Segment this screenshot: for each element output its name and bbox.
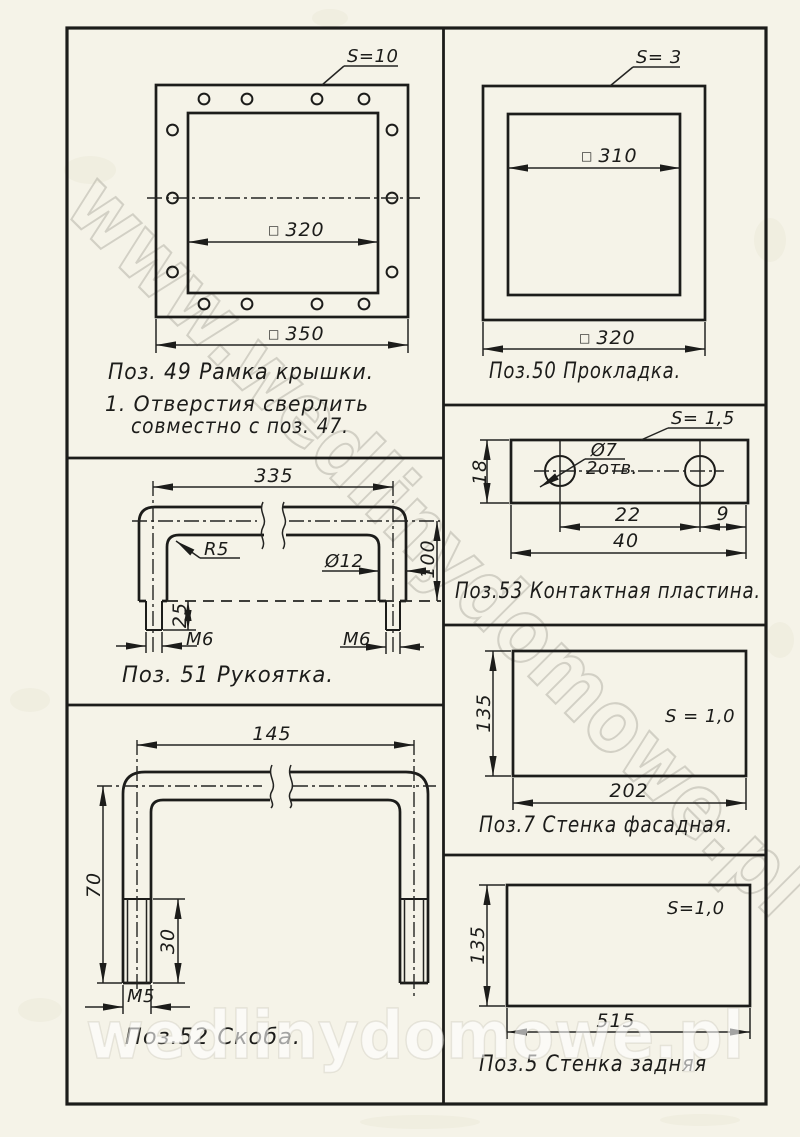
panel-51-handle: 335 R5 Ø12 100 25 М6 М6 Поз. 51 Рукоятка… [116,465,441,688]
back-wall-dimensions: S=1,0 135 515 [467,884,751,1039]
dim-9: 9 [716,503,729,525]
thread-label-right: М6 [343,629,371,650]
thickness-label: S= 3 [636,47,682,68]
panel-52-bracket: 145 70 30 М5 Поз.52 Скоба. [83,723,436,1050]
caption-pos52: Поз.52 Скоба. [125,1025,301,1050]
panel-53-contact-plate: S= 1,5 Ø7 2отв. 18 22 9 40 Поз.53 Контак… [455,408,761,604]
watermark-bottom: wedlinydomowe.pl [86,997,744,1074]
bracket-drawing [97,740,436,996]
dim-515: 515 [596,1010,635,1032]
dim-145: 145 [252,723,291,745]
radius-label: R5 [204,539,229,560]
dim-18: 18 [469,459,491,485]
caption-pos49: Поз. 49 Рамка крышки. [108,360,374,385]
caption-pos53: Поз.53 Контактная пластина. [455,579,761,604]
thickness-label: S= 1,5 [671,408,735,429]
handle-drawing [132,481,441,656]
note-line1: 1. Отверстия сверлить [105,392,369,416]
panel-borders [65,26,768,1106]
caption-pos51: Поз. 51 Рукоятка. [122,663,334,688]
dim-100: 100 [417,539,439,578]
hole-dia-label: Ø7 [590,440,618,461]
thickness-label: S=10 [347,46,398,67]
hole-count-label: 2отв. [586,458,638,479]
thickness-label: S=1,0 [667,898,725,919]
back-wall-drawing [505,883,752,1008]
frame-drawing [147,83,420,319]
plate-drawing [509,438,750,532]
dim-25: 25 [169,602,191,628]
panel-7-front-wall: S = 1,0 135 202 Поз.7 Стенка фасадная. [473,649,748,838]
caption-pos5: Поз.5 Стенка задняя [479,1052,707,1077]
dim-135: 135 [467,925,489,964]
dim-70: 70 [83,872,105,898]
plate-dimensions: S= 1,5 Ø7 2отв. 18 22 9 40 [469,408,747,559]
panel-49-cover-frame: □320 □350 S=10 Поз. 49 Рамка крышки. 1. … [105,46,420,438]
dim-inner-310: □310 [581,145,638,167]
dim-30: 30 [157,928,179,954]
panel-50-gasket: □310 □320 S= 3 Поз.50 Прокладка. [481,47,707,384]
dim-22: 22 [615,504,641,526]
thread-label: М5 [127,986,155,1007]
bracket-dimensions: 145 70 30 М5 [83,723,414,1014]
thread-label-left: М6 [186,629,214,650]
dim-40: 40 [613,530,639,552]
gasket-dimensions: □310 □320 S= 3 [482,47,706,356]
front-wall-drawing [511,649,748,778]
note-line2: совместно с поз. 47. [131,414,349,438]
handle-dimensions: 335 R5 Ø12 100 25 М6 М6 [116,465,441,654]
dim-202: 202 [609,780,648,802]
thickness-label: S = 1,0 [665,706,735,727]
dim-outer-320: □320 [579,327,636,349]
caption-pos7: Поз.7 Стенка фасадная. [479,813,733,838]
caption-pos50: Поз.50 Прокладка. [489,359,681,384]
dim-outer-350: □350 [268,323,325,345]
dim-335: 335 [254,465,293,487]
diameter-label: Ø12 [324,551,364,572]
dim-135: 135 [473,693,495,732]
frame-dimensions: □320 □350 S=10 [155,46,409,353]
paper-texture [10,9,794,1129]
gasket-drawing [481,84,707,322]
front-wall-dimensions: S = 1,0 135 202 [473,650,747,810]
dim-inner-320: □320 [268,219,325,241]
panel-5-back-wall: S=1,0 135 515 Поз.5 Стенка задняя [467,883,752,1077]
